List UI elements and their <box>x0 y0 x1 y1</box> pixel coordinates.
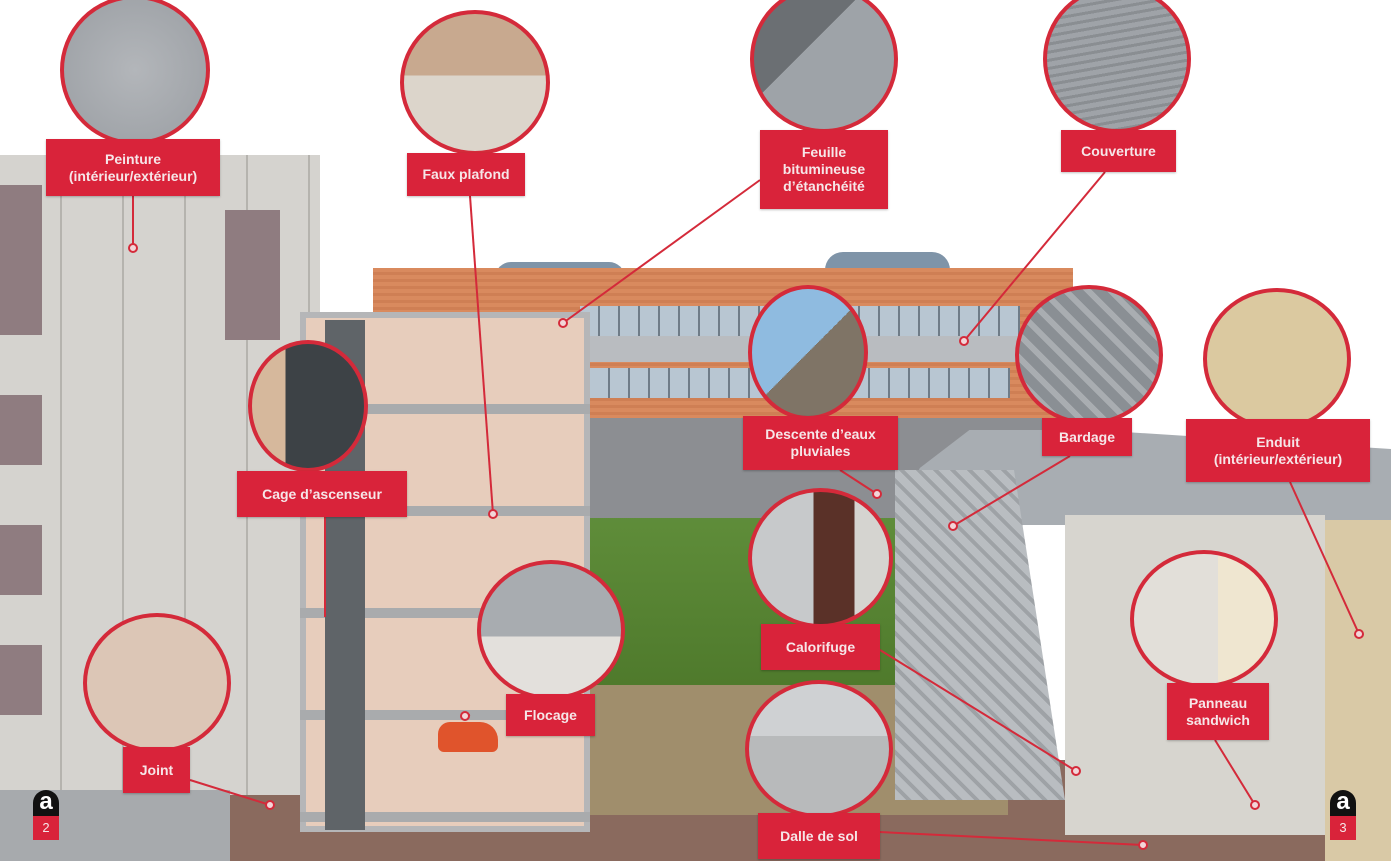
label-couverture: Couverture <box>1061 130 1176 172</box>
label-descente-eaux: Descente d’eaux pluviales <box>743 416 898 470</box>
bubble-peinture-texture <box>60 0 210 145</box>
left-building-panel-4 <box>0 525 42 595</box>
bubble-flocage <box>477 560 625 700</box>
bubble-faux-plafond <box>400 10 550 155</box>
bubble-bardage <box>1015 285 1163 425</box>
bubble-enduit <box>1203 288 1351 430</box>
label-calorifuge: Calorifuge <box>761 624 880 670</box>
label-joint: Joint <box>123 747 190 793</box>
label-feuille-bitumineuse: Feuille bitumineuse d’étanchéité <box>760 130 888 209</box>
badge-letter: a <box>1330 790 1356 816</box>
bubble-cage-ascenseur <box>248 340 368 472</box>
badge-number: 2 <box>33 816 59 840</box>
label-panneau-sandwich: Panneau sandwich <box>1167 683 1269 740</box>
bubble-joint <box>83 613 231 753</box>
label-flocage: Flocage <box>506 694 595 736</box>
label-enduit: Enduit (intérieur/extérieur) <box>1186 419 1370 482</box>
label-faux-plafond: Faux plafond <box>407 153 525 196</box>
bubble-panneau-sandwich <box>1130 550 1278 688</box>
label-cage-ascenseur: Cage d’ascenseur <box>237 471 407 517</box>
bubble-calorifuge <box>748 488 893 628</box>
bubble-feuille-bitumineuse <box>750 0 898 133</box>
bubble-descente-eaux <box>748 285 868 420</box>
bubble-dalle-de-sol <box>745 680 893 818</box>
car <box>438 722 498 752</box>
page-badge-3: a 3 <box>1330 790 1356 840</box>
left-building-panel-2 <box>225 210 280 340</box>
left-building-panel-3 <box>0 395 42 465</box>
label-dalle-de-sol: Dalle de sol <box>758 813 880 859</box>
label-bardage: Bardage <box>1042 418 1132 456</box>
badge-number: 3 <box>1330 816 1356 840</box>
back-building-skylight-right <box>825 252 950 270</box>
left-building-panel-1 <box>0 185 42 335</box>
page-badge-2: a 2 <box>33 790 59 840</box>
left-building-panel-5 <box>0 645 42 715</box>
badge-letter: a <box>33 790 59 816</box>
label-peinture: Peinture (intérieur/extérieur) <box>46 139 220 196</box>
bubble-couverture <box>1043 0 1191 133</box>
